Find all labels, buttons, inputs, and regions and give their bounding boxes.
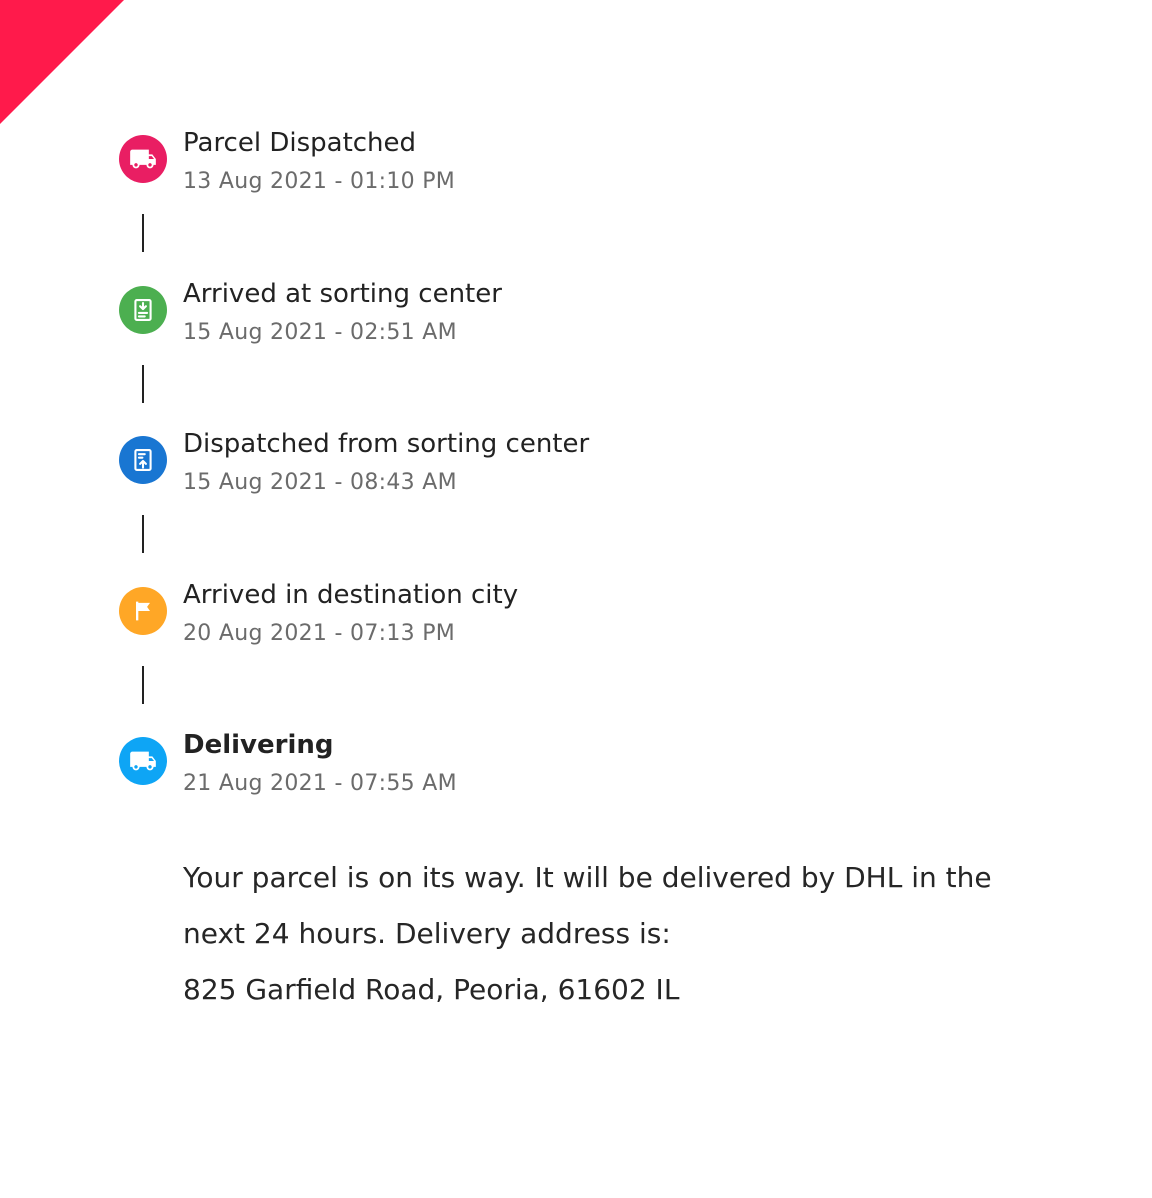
- tracking-timeline: Parcel Dispatched 13 Aug 2021 - 01:10 PM…: [119, 128, 1019, 796]
- clipboard-download-icon: [119, 285, 167, 334]
- clipboard-upload-icon: [119, 436, 167, 484]
- delivery-message: Your parcel is on its way. It will be de…: [183, 850, 1043, 1018]
- timeline-event-parcel-dispatched: Parcel Dispatched 13 Aug 2021 - 01:10 PM: [119, 128, 1019, 279]
- delivery-message-text: Your parcel is on its way. It will be de…: [183, 861, 992, 950]
- timeline-connector: [142, 214, 144, 252]
- timeline-event-dispatched-sorting-center: Dispatched from sorting center 15 Aug 20…: [119, 429, 1019, 580]
- timeline-event-arrived-destination: Arrived in destination city 20 Aug 2021 …: [119, 580, 1019, 731]
- timeline-event-arrived-sorting-center: Arrived at sorting center 15 Aug 2021 - …: [119, 279, 1019, 430]
- event-title: Arrived at sorting center: [183, 278, 502, 309]
- corner-accent: [0, 0, 124, 124]
- event-timestamp: 15 Aug 2021 - 08:43 AM: [183, 470, 457, 495]
- event-timestamp: 20 Aug 2021 - 07:13 PM: [183, 620, 456, 646]
- timeline-connector: [142, 364, 144, 403]
- event-title: Delivering: [183, 730, 334, 760]
- event-timestamp: 21 Aug 2021 - 07:55 AM: [183, 771, 457, 796]
- event-timestamp: 15 Aug 2021 - 02:51 AM: [183, 319, 457, 345]
- delivery-address: 825 Garfield Road, Peoria, 61602 IL: [183, 973, 680, 1006]
- event-timestamp: 13 Aug 2021 - 01:10 PM: [183, 169, 456, 194]
- event-title: Dispatched from sorting center: [183, 429, 590, 459]
- timeline-connector: [142, 515, 144, 553]
- event-title: Arrived in destination city: [183, 579, 519, 610]
- event-title: Parcel Dispatched: [183, 128, 417, 158]
- flag-icon: [119, 586, 167, 635]
- truck-icon: [119, 737, 167, 785]
- truck-icon: [119, 135, 167, 183]
- timeline-connector: [142, 665, 144, 704]
